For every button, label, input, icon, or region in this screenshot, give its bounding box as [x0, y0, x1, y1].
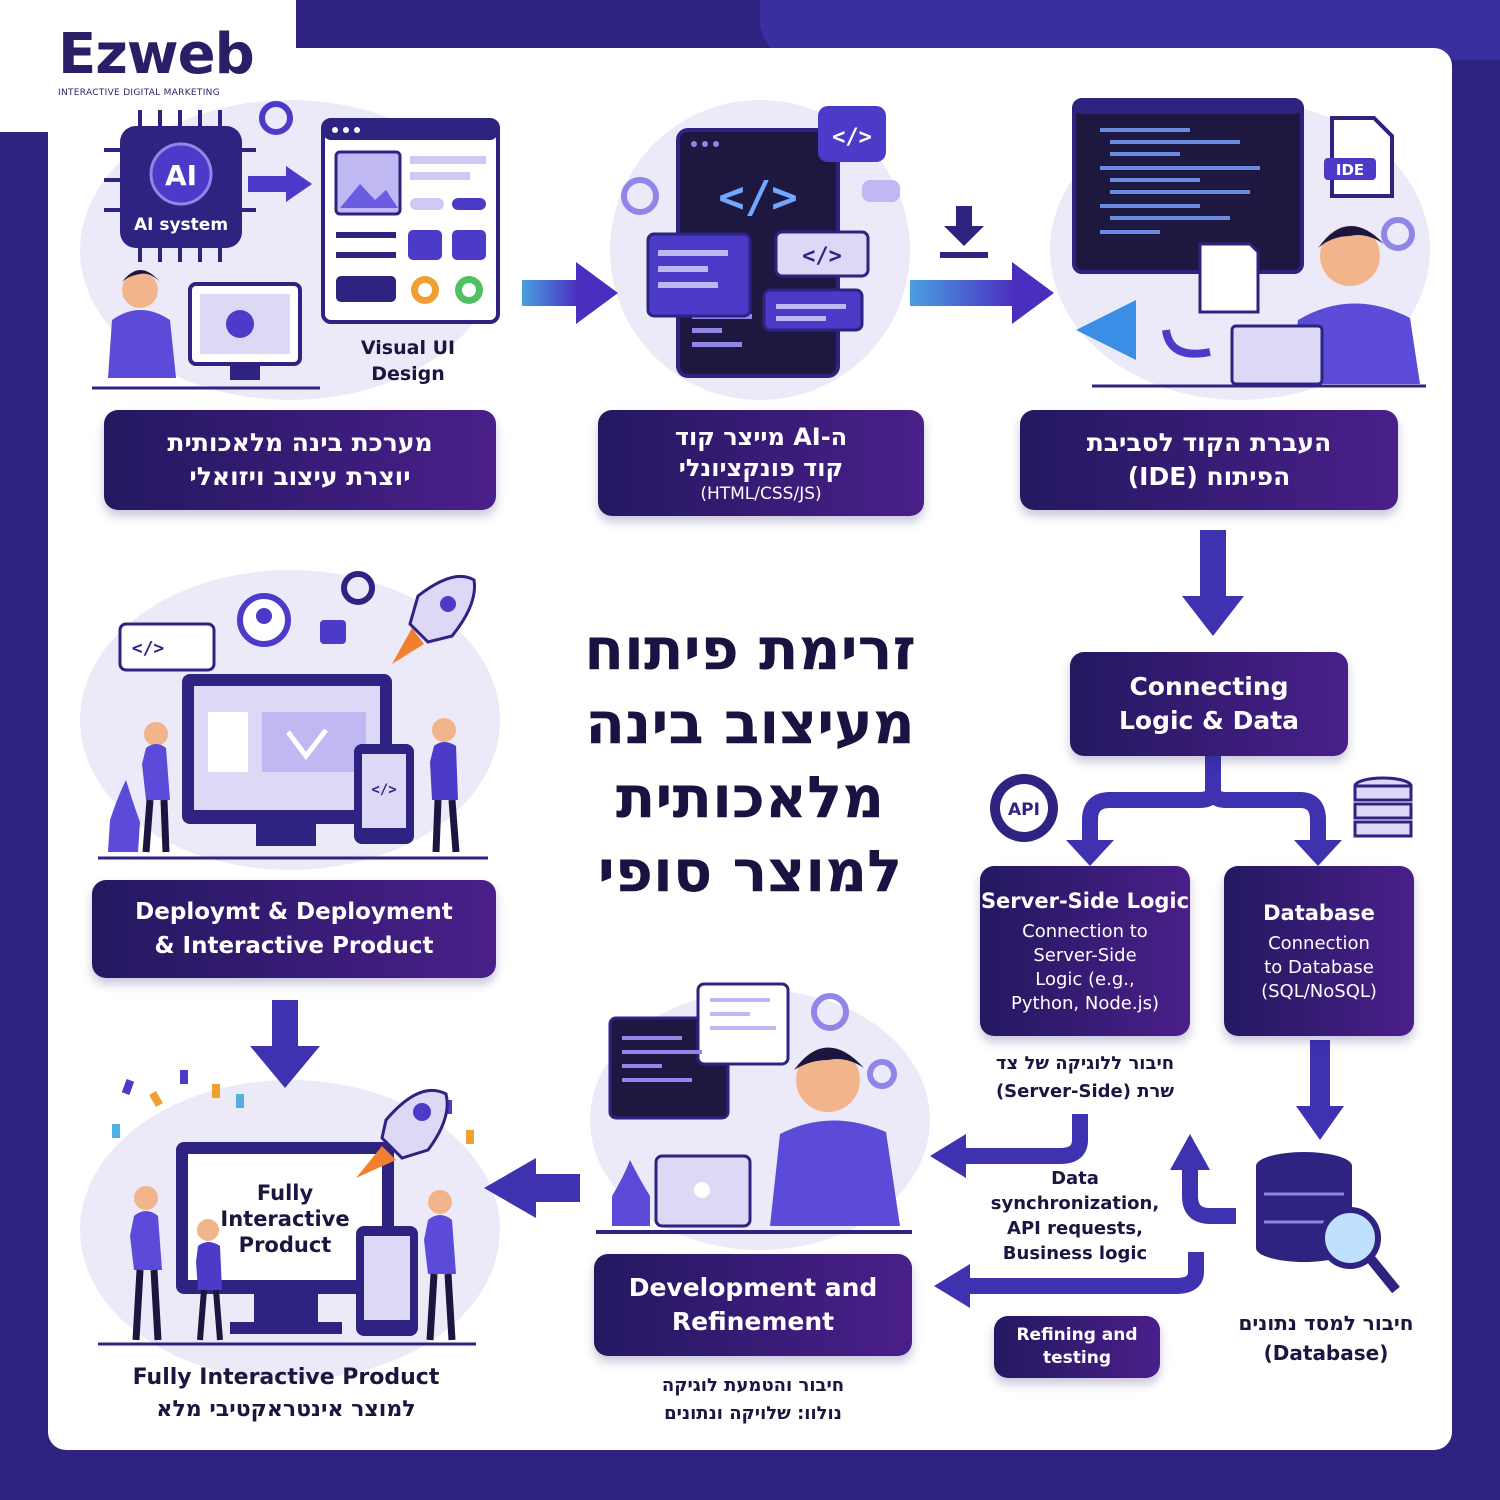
return-arrow-head-2: [1170, 1134, 1210, 1170]
deployment-line-2: & Interactive Product: [154, 933, 434, 959]
screen-label-2: Interactive: [220, 1207, 349, 1231]
flow-arrow-2: [910, 206, 1054, 324]
database-box: Database Connection to Database (SQL/NoS…: [1224, 866, 1414, 1036]
final-caption-2: למוצר אינטראקטיבי מלא: [156, 1397, 416, 1422]
deployment-line-1: Deploymt & Deployment: [135, 899, 453, 925]
development-caption-2: נולוו: שלויקה ונתונים: [664, 1403, 842, 1424]
db-down-arrow: [1296, 1040, 1344, 1140]
arrow-to-database: [1294, 840, 1342, 866]
database-search-icon: [1256, 1152, 1400, 1294]
database-desc-2: to Database: [1264, 957, 1374, 978]
step2-line-2: קוד פונקציונלי: [678, 454, 844, 482]
development-box: Development and Refinement: [594, 1254, 912, 1356]
server-caption-1: חיבור ללוגיקה של צד: [995, 1053, 1175, 1074]
server-logic-box: Server-Side Logic Connection to Server-S…: [980, 866, 1190, 1036]
database-desc-1: Connection: [1268, 933, 1370, 954]
return-arrows: [960, 1114, 1236, 1294]
sync-line-2: synchronization,: [990, 1193, 1160, 1214]
ai-chip-icon: [104, 110, 256, 262]
sync-text: Data synchronization, API requests, Busi…: [962, 1166, 1188, 1266]
connecting-box: Connecting Logic & Data: [1070, 652, 1348, 756]
server-desc-1: Connection to: [1022, 921, 1148, 942]
connecting-line-2: Logic & Data: [1118, 706, 1300, 735]
step1-line-2: יוצרת עיצוב ויזואלי: [189, 462, 411, 491]
step1-box: מערכת בינה מלאכותית יוצרת עיצוב ויזואלי: [104, 410, 496, 510]
brand-tagline: INTERACTIVE DIGITAL MARKETING: [58, 88, 220, 98]
api-gear-label: API: [1008, 800, 1040, 820]
flow-arrow-to-final: [484, 1158, 580, 1218]
final-product-illustration: [98, 1070, 476, 1346]
step3-box: העברת הקוד לסביבת הפיתוח (IDE): [1020, 410, 1398, 510]
server-desc-4: Python, Node.js): [1011, 993, 1159, 1014]
step2-box: ה-AI מייצר קוד קוד פונקציונלי (HTML/CSS/…: [598, 410, 924, 516]
step1-line-1: מערכת בינה מלאכותית: [167, 428, 433, 457]
code-window-illustration: </> </> </>: [621, 106, 900, 378]
api-gear-icon: API: [990, 774, 1058, 842]
flow-arrow-1: [522, 262, 618, 324]
sync-line-4: Business logic: [1002, 1243, 1148, 1264]
database-title: Database: [1263, 901, 1375, 925]
deployment-illustration: </> </>: [98, 571, 488, 860]
return-arrow-head-1: [930, 1134, 966, 1178]
final-caption: Fully Interactive Product למוצר אינטראקט…: [100, 1362, 472, 1426]
development-line-2: Refinement: [671, 1307, 835, 1336]
title-line-3: מלאכותית: [615, 763, 885, 831]
phone-code-glyph: </>: [371, 782, 396, 798]
visual-ui-label-1: Visual UI: [361, 337, 455, 359]
database-caption-2: (Database): [1263, 1341, 1389, 1365]
brand-logo: Ezweb: [58, 22, 255, 87]
arrow-to-server: [1066, 840, 1114, 866]
database-stack-icon: [1353, 776, 1413, 838]
refining-line-1: Refining and: [1016, 1325, 1138, 1345]
flow-arrow-3: [1182, 530, 1244, 636]
chip-to-mockup-arrow: [248, 166, 312, 202]
return-arrow-head-3: [934, 1264, 970, 1308]
screen-label-3: Product: [239, 1233, 332, 1257]
database-caption: חיבור למסד נתונים (Database): [1206, 1308, 1446, 1368]
designer-person-illustration: [92, 270, 320, 390]
step3-line-1: העברת הקוד לסביבת: [1086, 428, 1332, 457]
database-caption-1: חיבור למסד נתונים: [1238, 1311, 1414, 1335]
code-bubble-glyph: </>: [832, 125, 872, 150]
gear-icon: [259, 101, 293, 135]
sync-line-1: Data: [1051, 1168, 1099, 1189]
step3-line-2: הפיתוח (IDE): [1127, 462, 1291, 491]
ui-mockup-window: [321, 118, 500, 324]
ide-file-label: IDE: [1336, 161, 1364, 179]
main-title: זרימת פיתוח מעיצוב בינה מלאכותית למוצר ס…: [540, 612, 960, 908]
final-caption-1: Fully Interactive Product: [132, 1365, 440, 1390]
title-line-2: מעיצוב בינה: [585, 689, 915, 757]
visual-ui-label-2: Design: [371, 363, 445, 385]
server-caption-2: (Server-Side) שרת: [995, 1081, 1175, 1102]
server-title: Server-Side Logic: [980, 889, 1190, 913]
title-line-1: זרימת פיתוח: [584, 615, 916, 683]
connecting-line-1: Connecting: [1129, 672, 1289, 701]
sync-line-3: API requests,: [1007, 1218, 1143, 1239]
step2-line-3: (HTML/CSS/JS): [700, 484, 822, 504]
server-desc-3: Logic (e.g.,: [1035, 969, 1135, 990]
code-glyph-small: </>: [802, 244, 842, 269]
deploy-code-glyph: </>: [132, 638, 165, 659]
ai-chip-label: AI: [165, 159, 197, 192]
ide-illustration: IDE: [1072, 98, 1426, 388]
split-arrows: [1082, 756, 1326, 846]
refining-box: Refining and testing: [994, 1316, 1160, 1378]
development-caption-1: חיבור והטמעת לוגיקה: [661, 1375, 845, 1396]
refining-line-2: testing: [1043, 1348, 1111, 1368]
code-glyph-large: </>: [718, 172, 797, 223]
development-line-1: Development and: [628, 1273, 878, 1302]
screen-label-1: Fully: [257, 1181, 314, 1205]
database-desc-3: (SQL/NoSQL): [1261, 981, 1377, 1002]
ai-system-label: AI system: [134, 215, 228, 235]
server-desc-2: Server-Side: [1033, 945, 1137, 966]
deployment-box: Deploymt & Deployment & Interactive Prod…: [92, 880, 496, 978]
step2-line-1: ה-AI מייצר קוד: [674, 423, 848, 451]
flow-arrow-deploy-down: [250, 1000, 320, 1088]
development-caption: חיבור והטמעת לוגיקה נולוו: שלויקה ונתוני…: [600, 1372, 906, 1428]
title-line-4: למוצר סופי: [597, 837, 903, 905]
server-caption: חיבור ללוגיקה של צד (Server-Side) שרת: [960, 1050, 1210, 1106]
developer-illustration: [596, 982, 912, 1234]
